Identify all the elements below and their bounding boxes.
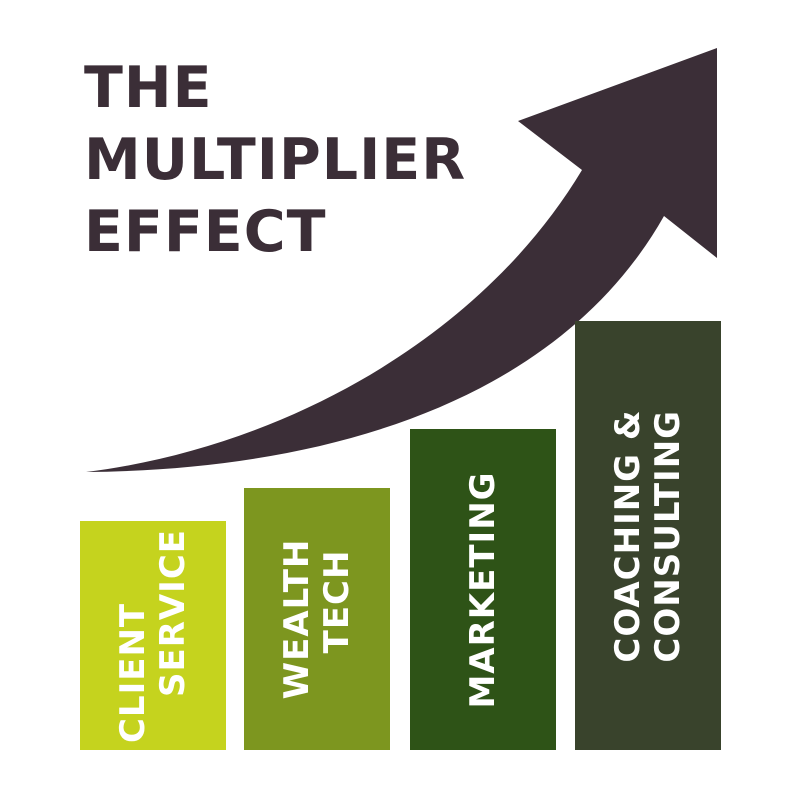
bar-label-line-1: COACHING & <box>608 408 648 663</box>
title-line-1: THE <box>84 55 213 121</box>
bar-marketing: MARKETING <box>410 429 556 750</box>
bar-coaching-consulting: COACHING & CONSULTING <box>575 321 721 750</box>
page-title: THE MULTIPLIER EFFECT <box>84 52 466 268</box>
bar-label-line-2: TECH <box>317 549 357 654</box>
title-line-2: MULTIPLIER <box>84 127 467 193</box>
bar-label-client-service: CLIENT SERVICE <box>113 528 193 742</box>
bar-label-line-1: MARKETING <box>463 470 503 709</box>
bar-label-wealth-tech: WEALTH TECH <box>277 539 357 700</box>
bar-wealth-tech: WEALTH TECH <box>244 488 390 750</box>
bar-label-marketing: MARKETING <box>463 471 503 708</box>
bar-label-coaching-consulting: COACHING & CONSULTING <box>608 409 688 662</box>
title-line-3: EFFECT <box>84 199 327 265</box>
bar-client-service: CLIENT SERVICE <box>80 521 226 750</box>
bar-label-line-2: SERVICE <box>153 528 193 697</box>
bar-label-line-1: CLIENT <box>113 602 153 743</box>
bar-label-line-1: WEALTH <box>277 538 317 700</box>
bar-label-line-2: CONSULTING <box>648 409 688 663</box>
arrow-shape <box>86 48 717 472</box>
